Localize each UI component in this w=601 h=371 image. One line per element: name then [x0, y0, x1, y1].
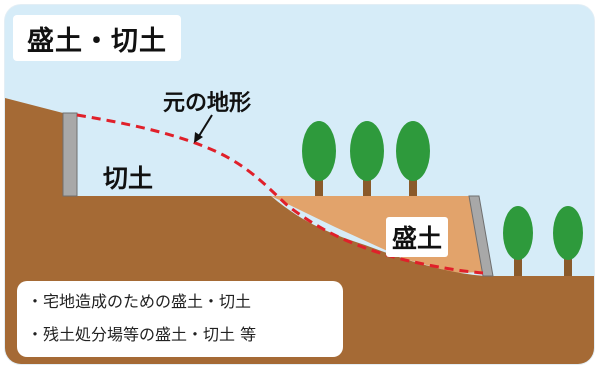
cut-label: 切土 [103, 164, 154, 193]
note-line-2: ・残土処分場等の盛土・切土 等 [27, 325, 257, 344]
original-terrain-arrow [194, 114, 213, 143]
note-line-1: ・宅地造成のための盛土・切土 [27, 292, 252, 311]
diagram-frame: 盛土・切土 元の地形 切土 盛土 ・宅地造成のための盛土・切土 ・残土処分場等の… [5, 5, 594, 364]
diagram-title: 盛土・切土 [13, 15, 181, 61]
right-retaining-wall [468, 195, 494, 277]
notes-box: ・宅地造成のための盛土・切土 ・残土処分場等の盛土・切土 等 [17, 281, 343, 357]
tree-1 [302, 121, 336, 196]
fill-label: 盛土 [386, 217, 449, 257]
original-terrain-line [76, 113, 484, 275]
left-retaining-wall [62, 112, 78, 197]
tree-5 [553, 206, 583, 276]
tree-3 [396, 121, 430, 196]
original-terrain-label: 元の地形 [163, 91, 252, 116]
tree-2 [350, 121, 384, 196]
tree-4 [503, 206, 533, 276]
